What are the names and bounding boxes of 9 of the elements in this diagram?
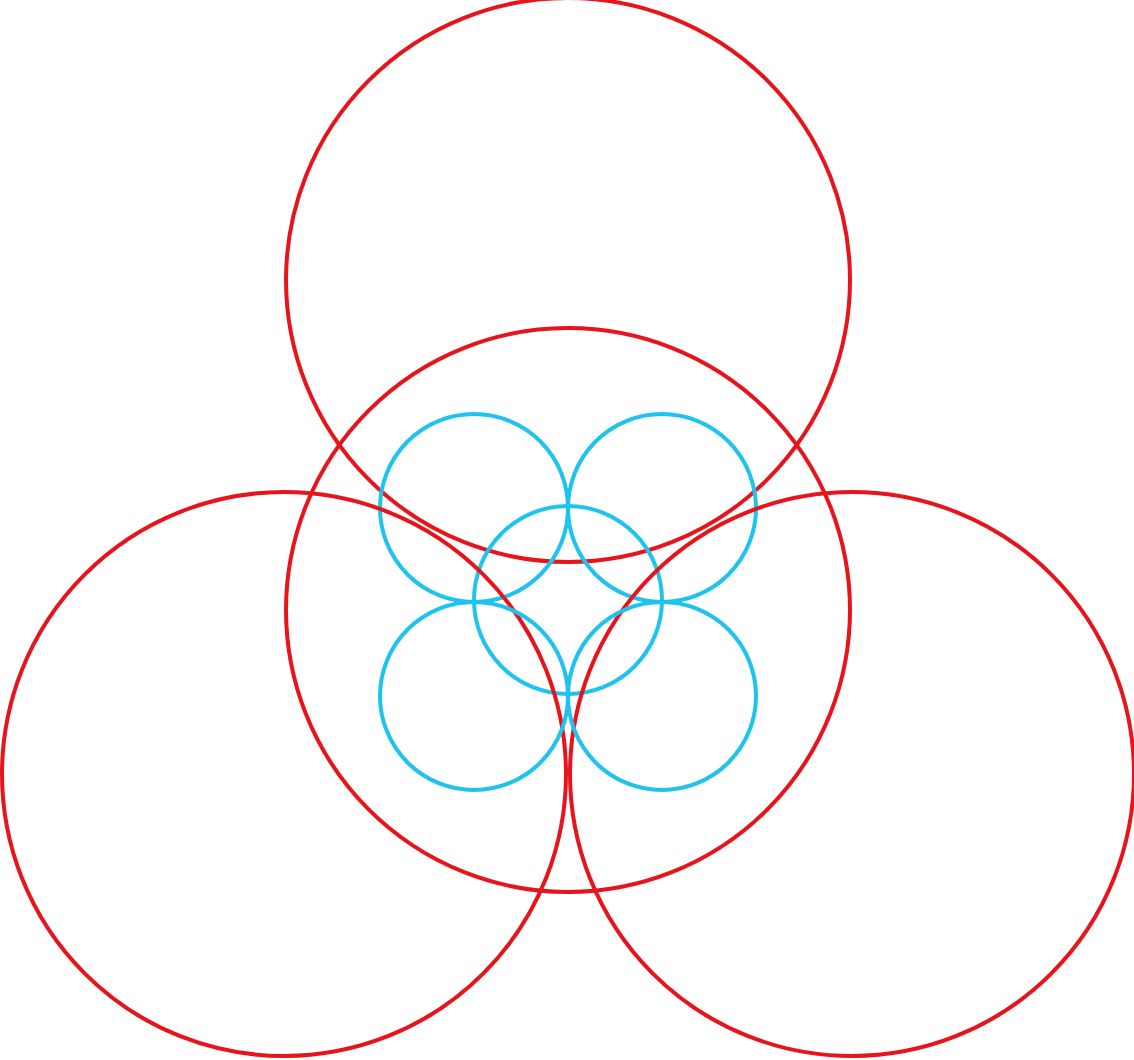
circle-outline <box>0 490 568 1058</box>
circle-outline <box>568 490 1134 1058</box>
circle-outline <box>284 326 852 894</box>
circle-outline <box>378 412 570 604</box>
circle-outline <box>566 600 758 792</box>
circle-outline <box>566 412 758 604</box>
circle-outline <box>378 600 570 792</box>
circle-outline <box>284 0 852 564</box>
circle-outline <box>472 504 664 696</box>
